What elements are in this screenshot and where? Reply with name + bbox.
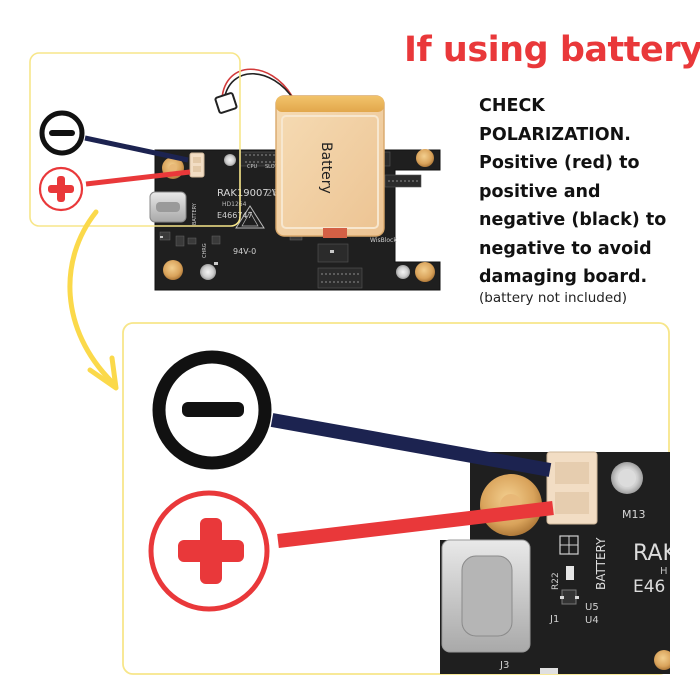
battery-footnote: (battery not included) bbox=[479, 290, 627, 306]
board-zoom: M13 RAK H E46 BATTERY R22 J1 U5 U4 J3 bbox=[440, 451, 677, 674]
zoom-code-text: E46 bbox=[633, 577, 665, 597]
board-silk-wisblock: WisBlock bbox=[370, 237, 397, 244]
board-silk-battery: BATTERY bbox=[192, 202, 198, 225]
screw-hole bbox=[200, 264, 216, 280]
zoom-positive-symbol bbox=[148, 490, 270, 612]
heading: If using battery bbox=[404, 30, 700, 70]
zoom-small-code: H bbox=[660, 566, 668, 577]
zoom-label-0: M13 bbox=[622, 508, 646, 521]
negative-wire bbox=[84, 135, 189, 163]
zoom-positive-wire bbox=[277, 501, 554, 548]
mounting-pad bbox=[163, 260, 183, 280]
zoom-silk-battery: BATTERY bbox=[594, 537, 608, 590]
zoom-label-2: J1 bbox=[549, 614, 559, 625]
mounting-pad bbox=[415, 262, 435, 282]
battery-pack: Battery bbox=[275, 95, 385, 238]
battery-wire-red bbox=[221, 68, 293, 99]
screw-hole bbox=[224, 154, 236, 166]
battery-wire-black bbox=[223, 73, 295, 101]
polarization-instructions: CHECK POLARIZATION. Positive (red) to po… bbox=[479, 96, 667, 287]
board-silk-slot: SLOT bbox=[265, 164, 279, 170]
positive-symbol bbox=[38, 166, 84, 212]
board-silk-charge: CHRG bbox=[202, 243, 208, 258]
board-small-code: HD1264 bbox=[222, 201, 247, 208]
battery-plug bbox=[214, 92, 238, 114]
zoom-negative-symbol bbox=[152, 350, 272, 470]
board-code-text: E466747 bbox=[217, 211, 253, 220]
zoom-label-3: U5 bbox=[585, 602, 599, 613]
battery-connector bbox=[189, 152, 205, 178]
negative-symbol bbox=[39, 110, 85, 156]
zoom-negative-wire bbox=[270, 413, 552, 477]
zoom-label-5: J3 bbox=[499, 660, 509, 671]
zoom-arrow bbox=[67, 209, 115, 385]
board-model-text: RAK19007 V bbox=[217, 188, 279, 199]
zoom-label-4: U4 bbox=[585, 615, 599, 626]
board-silk-count: 28 bbox=[266, 188, 279, 199]
zoom-arrow-head bbox=[87, 355, 119, 391]
positive-wire bbox=[85, 169, 191, 187]
mounting-pad bbox=[416, 149, 434, 167]
board-silk-cpu: CPU bbox=[247, 164, 258, 170]
battery-label: Battery bbox=[318, 142, 334, 194]
screw-hole bbox=[396, 265, 410, 279]
highlight-frame bbox=[29, 52, 241, 227]
zoom-model-text: RAK bbox=[633, 541, 677, 566]
zoom-label-1: R22 bbox=[551, 572, 561, 590]
board-rating-text: 94V-0 bbox=[233, 247, 256, 256]
